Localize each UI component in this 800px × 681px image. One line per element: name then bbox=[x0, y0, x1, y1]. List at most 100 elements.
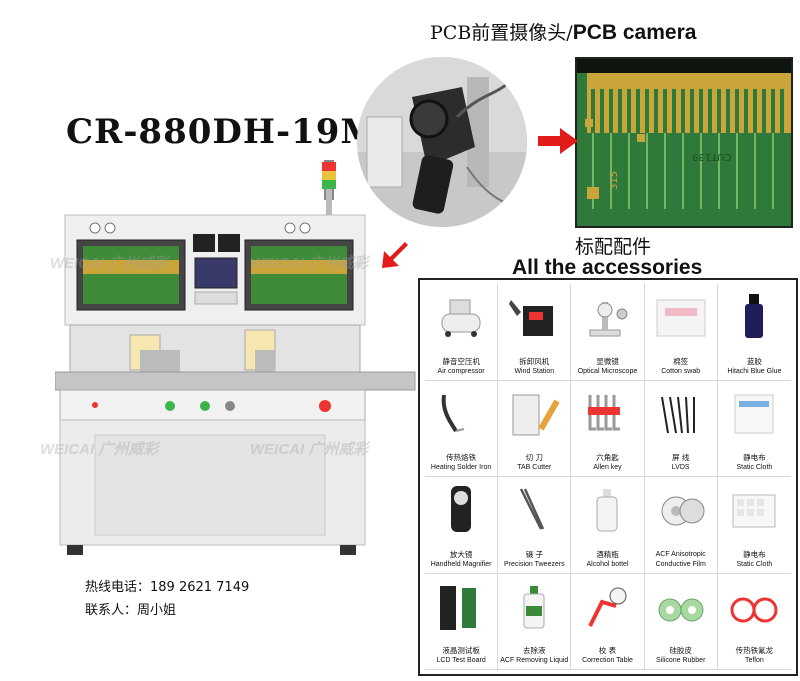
static-cloth-icon bbox=[724, 385, 785, 443]
accessory-label-cn: 静电布 bbox=[743, 549, 766, 559]
watermark: WEICAI 广州威彩 bbox=[250, 255, 369, 272]
accessory-item: 传热烙铁 Heating Solder Iron bbox=[425, 380, 499, 477]
accessory-label-en: LCD Test Board bbox=[436, 657, 486, 664]
accessory-label-cn: 硅胶皮 bbox=[669, 646, 692, 655]
bonding-machine-photo bbox=[54, 150, 420, 570]
magnifier-icon bbox=[431, 481, 491, 539]
camera-title: PCB前置摄像头/PCB camera bbox=[430, 18, 696, 45]
accessory-item: 去除液 ACF Removing Liquid bbox=[498, 573, 572, 670]
lvds-cable-icon bbox=[651, 385, 711, 443]
accessory-label-cn: ACF Anisotropic bbox=[655, 550, 706, 558]
accessory-item: 六角匙 Allen key bbox=[571, 380, 645, 477]
accessory-label-en: Wind Station bbox=[514, 367, 555, 375]
pcb-zoom-label: 315 bbox=[609, 170, 621, 191]
accessories-title-en: All the accessories bbox=[512, 256, 703, 279]
dial-indicator-icon bbox=[577, 578, 637, 636]
accessory-label-en: Teflon bbox=[745, 657, 764, 664]
accessory-label-en: TAB Cutter bbox=[517, 464, 552, 471]
accessory-item: 液晶测试板 LCD Test Board bbox=[425, 573, 499, 670]
tweezers-icon bbox=[504, 481, 564, 539]
accessory-label-cn: 去除液 bbox=[523, 646, 546, 655]
accessory-item: 切 刀 TAB Cutter bbox=[498, 380, 572, 477]
accessory-label-en: Optical Microscope bbox=[577, 367, 638, 375]
removing-liquid-icon bbox=[504, 578, 564, 636]
blue-glue-icon bbox=[724, 288, 785, 346]
hotline-text: 热线电话：189 2621 7149 bbox=[85, 580, 250, 595]
test-board-icon bbox=[431, 578, 491, 636]
accessory-label-cn: 切 刀 bbox=[525, 453, 543, 462]
accessories-title-cn: 标配配件 bbox=[575, 236, 652, 258]
accessory-label-cn: 静电布 bbox=[743, 453, 766, 462]
arrow-down-left-icon bbox=[382, 242, 408, 268]
accessory-label-en: Cotton swab bbox=[661, 367, 701, 375]
accessory-label-en: Allen key bbox=[593, 464, 622, 471]
accessory-label-cn: 镊 子 bbox=[525, 549, 543, 559]
pcb-zoom-image: CUT139 315 bbox=[575, 57, 793, 228]
accessory-label-en: Correction Table bbox=[582, 657, 633, 664]
accessory-label-en: Static Cloth bbox=[736, 560, 773, 568]
accessory-label-en: Hitachi Blue Glue bbox=[727, 367, 782, 375]
watermark: WEICAI 广州威彩 bbox=[250, 441, 369, 458]
model-title: CR-880DH-19M bbox=[66, 112, 380, 152]
microscope-icon bbox=[577, 288, 637, 346]
contact-text: 联系人：周小姐 bbox=[85, 603, 177, 618]
accessory-label-cn: 酒精瓶 bbox=[596, 549, 619, 559]
accessory-label-cn: 静音空压机 bbox=[442, 356, 480, 366]
accessory-label-cn: 传热铁氟龙 bbox=[735, 646, 774, 655]
accessory-label-en: ACF Removing Liquid bbox=[500, 657, 569, 664]
accessory-label-en: Alcohol bottel bbox=[586, 560, 629, 568]
watermark: WEICAI 广州威彩 bbox=[50, 255, 169, 272]
static-cloth-foam-icon bbox=[724, 481, 785, 539]
silicone-rubber-icon bbox=[651, 578, 711, 636]
tab-cutter-icon bbox=[504, 385, 564, 443]
accessory-item: 静电布 Static Cloth bbox=[717, 381, 791, 477]
accessory-label-cn: 拆卸风机 bbox=[519, 356, 550, 366]
accessory-label-en: Heating Solder Iron bbox=[430, 464, 492, 471]
accessory-label-en: Static Cloth bbox=[736, 464, 773, 471]
accessory-item: 硅胶皮 Silicone Rubber bbox=[644, 573, 718, 670]
accessory-label-cn: 传热烙铁 bbox=[446, 453, 477, 462]
watermark: WEICAI 广州威彩 bbox=[40, 441, 159, 458]
accessory-label-cn: 放大镜 bbox=[449, 549, 473, 559]
camera-title-cn: PCB前置摄像头/ bbox=[430, 22, 573, 44]
wind-station-icon bbox=[504, 288, 564, 346]
arrow-right-icon bbox=[538, 128, 578, 154]
pcb-camera-photo bbox=[357, 57, 527, 227]
accessory-label-en: Conductive Film bbox=[655, 560, 706, 568]
acf-film-icon bbox=[651, 481, 711, 539]
accessory-label-cn: 屏 线 bbox=[672, 453, 690, 462]
accessory-label-cn: 棉签 bbox=[673, 356, 689, 366]
accessory-label-en: LVDS bbox=[671, 464, 690, 471]
pcb-zoom-text: CUT139 bbox=[692, 151, 732, 162]
accessory-label-cn: 六角匙 bbox=[596, 453, 619, 462]
camera-title-en: PCB camera bbox=[572, 21, 697, 44]
accessory-label-cn: 显微镜 bbox=[596, 356, 619, 366]
accessory-item: 校 表 Correction Table bbox=[571, 573, 645, 670]
cotton-swab-icon bbox=[651, 288, 711, 346]
accessory-label-en: Handheld Magnifier bbox=[430, 560, 492, 568]
teflon-tape-icon bbox=[724, 578, 785, 636]
allen-key-icon bbox=[577, 385, 637, 443]
accessory-label-en: Silicone Rubber bbox=[655, 657, 706, 664]
accessory-label-en: Precision Tweezers bbox=[504, 560, 565, 568]
accessory-label-cn: 液晶测试板 bbox=[442, 646, 480, 655]
accessory-label-cn: 蓝胶 bbox=[746, 356, 762, 366]
accessory-item: 传热铁氟龙 Teflon bbox=[717, 574, 791, 670]
alcohol-bottle-icon bbox=[577, 481, 637, 539]
accessory-label-cn: 校 表 bbox=[598, 646, 617, 655]
accessory-item: 屏 线 LVDS bbox=[644, 380, 718, 477]
solder-iron-icon bbox=[431, 385, 491, 443]
accessory-label-en: Air compressor bbox=[437, 367, 485, 375]
